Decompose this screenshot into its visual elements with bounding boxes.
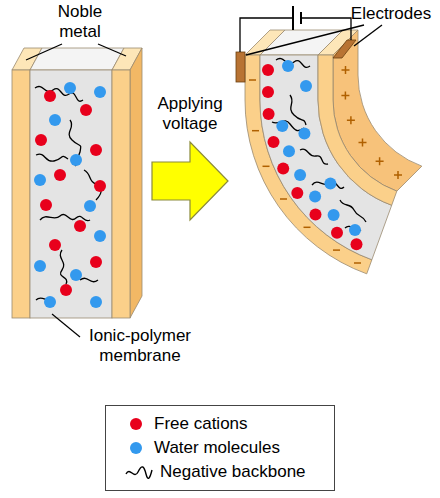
label-text: Electrodes — [346, 4, 436, 24]
legend-swatch — [130, 442, 142, 454]
legend-row: Water molecules — [116, 436, 324, 460]
legend-row: Negative backbone — [116, 460, 324, 484]
legend-text: Free cations — [154, 414, 248, 434]
legend-text: Negative backbone — [160, 462, 306, 482]
legend-box: Free cationsWater moleculesNegative back… — [105, 405, 335, 491]
legend-text: Water molecules — [154, 438, 280, 458]
legend-line-sample — [124, 464, 154, 480]
label-text: Applying voltage — [140, 94, 240, 133]
legend-swatch — [130, 418, 142, 430]
label-text: Noble metal — [45, 2, 115, 41]
legend-row: Free cations — [116, 412, 324, 436]
label-text: Ionic-polymer membrane — [78, 326, 202, 365]
